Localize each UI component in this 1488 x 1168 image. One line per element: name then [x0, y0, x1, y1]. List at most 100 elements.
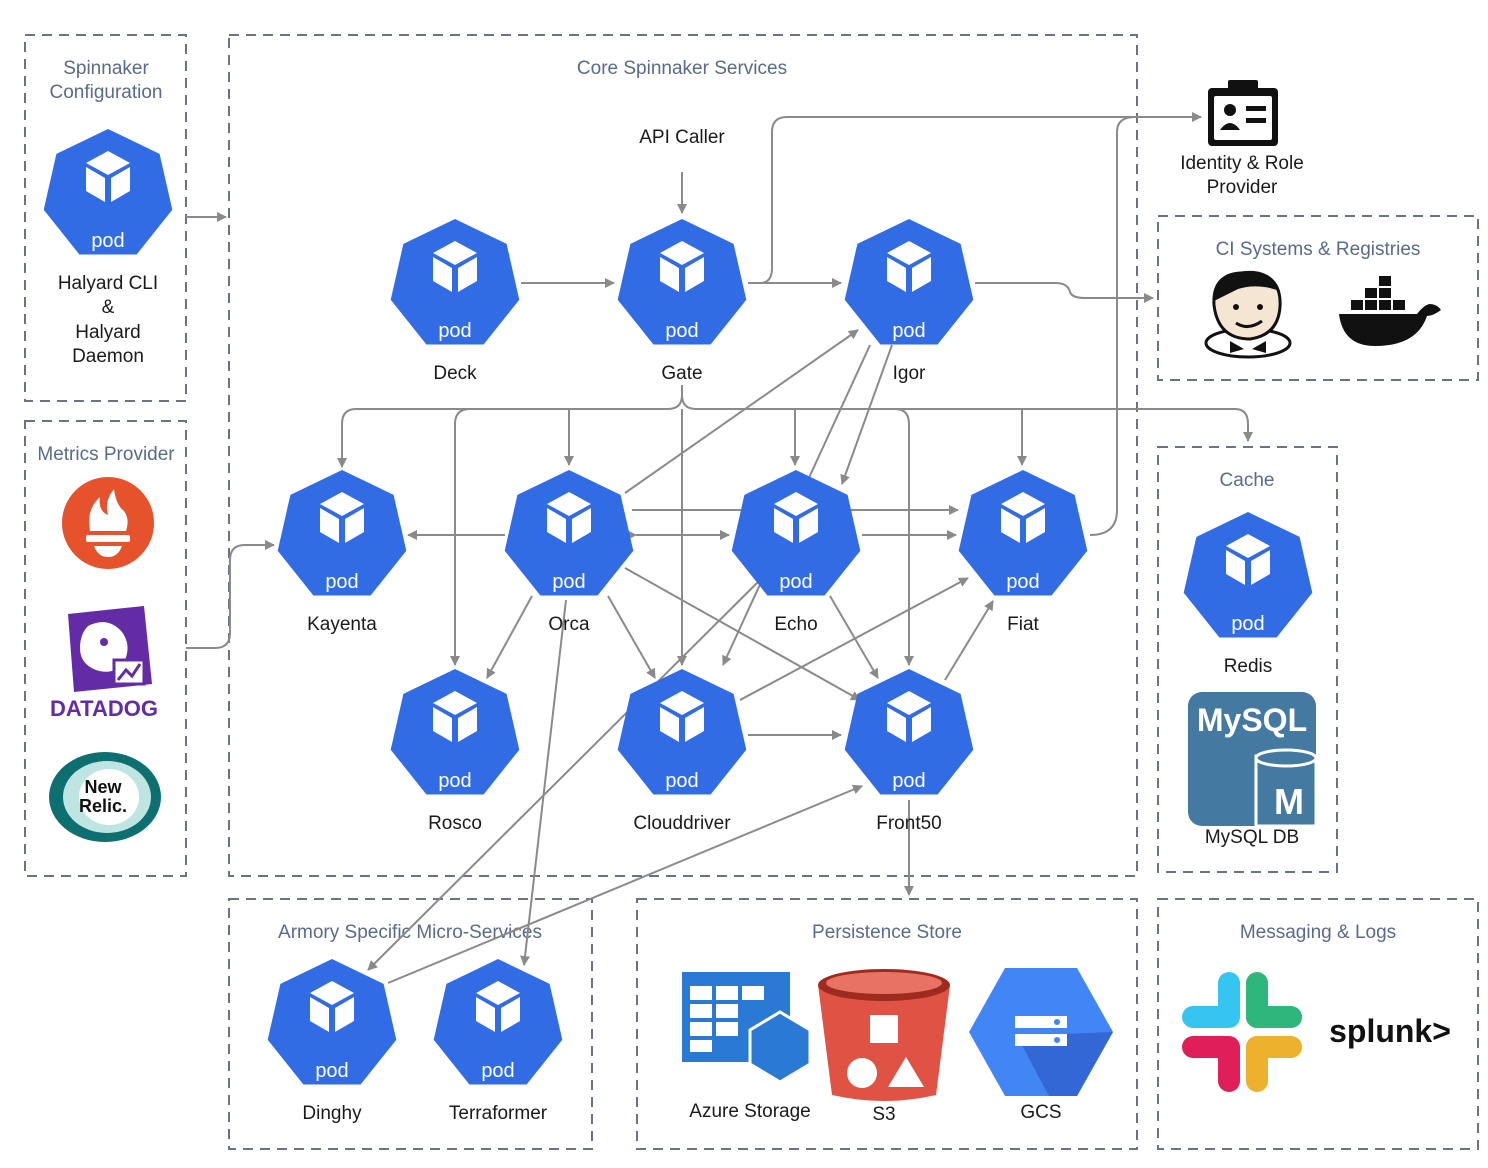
- edge-gate-front50: [894, 408, 914, 666]
- edge-orca-terraformer: [520, 599, 567, 966]
- fiat-label: Fiat: [1007, 614, 1039, 635]
- splunk-logo: splunk>: [1329, 1013, 1451, 1049]
- pod-badge: pod: [665, 320, 698, 342]
- pod-deck: pod: [390, 219, 520, 345]
- ci-systems-title: CI Systems & Registries: [1216, 239, 1421, 260]
- identity-label-1: Identity & Role: [1180, 153, 1304, 174]
- core-services-title: Core Spinnaker Services: [577, 58, 787, 79]
- pod-badge: pod: [552, 571, 585, 593]
- edge-metrics-to-kayenta: [186, 540, 275, 649]
- jenkins-icon: [1204, 270, 1292, 359]
- kayenta-label: Kayenta: [307, 614, 377, 635]
- redis-label: Redis: [1224, 656, 1273, 677]
- edge-gate-identity: [759, 112, 1202, 284]
- newrelic-icon: New Relic.: [49, 752, 161, 842]
- datadog-wordmark: DATADOG: [50, 696, 158, 721]
- mysql-badge: M: [1274, 781, 1304, 822]
- terraformer-label: Terraformer: [449, 1103, 548, 1124]
- azure-storage-icon: [682, 972, 812, 1084]
- edge-igor-ci: [975, 282, 1154, 303]
- identity-label-2: Provider: [1207, 177, 1278, 198]
- halyard-label-3: Halyard: [75, 322, 140, 343]
- ci-systems-box: [1157, 215, 1479, 381]
- edge-orca-clouddriver: [607, 595, 656, 679]
- pod-kayenta: pod: [277, 470, 407, 596]
- edge-echo-dinghy: [367, 579, 761, 971]
- rosco-label: Rosco: [428, 813, 482, 834]
- metrics-provider-box: [24, 420, 187, 877]
- edge-orca-front50: [624, 567, 861, 701]
- azure-storage-label: Azure Storage: [689, 1101, 810, 1122]
- pod-badge: pod: [315, 1060, 348, 1082]
- pod-igor: pod: [844, 219, 974, 345]
- orca-label: Orca: [548, 614, 590, 635]
- pod-halyard: pod: [43, 129, 173, 255]
- spinnaker-config-title-2: Configuration: [49, 82, 162, 103]
- pod-badge: pod: [665, 770, 698, 792]
- pod-redis: pod: [1183, 512, 1313, 638]
- datadog-icon: [68, 606, 152, 692]
- pod-dinghy: pod: [267, 959, 397, 1085]
- halyard-label-2: &: [102, 297, 115, 318]
- edge-echo-front50: [829, 595, 879, 679]
- id-card-icon: [1208, 80, 1278, 146]
- pod-badge: pod: [91, 230, 124, 252]
- armory-title: Armory Specific Micro-Services: [278, 922, 542, 943]
- slack-icon: [1182, 972, 1302, 1092]
- edge-gate-rosco: [450, 408, 471, 666]
- pod-clouddriver: pod: [617, 669, 747, 795]
- pod-front50: pod: [844, 669, 974, 795]
- edge-orca-igor: [624, 329, 859, 494]
- spinnaker-config-title-1: Spinnaker: [63, 58, 149, 79]
- cache-box: [1157, 446, 1338, 873]
- mysql-icon: MySQL M: [1188, 692, 1318, 828]
- pod-orca: pod: [504, 470, 634, 596]
- pod-badge: pod: [438, 770, 471, 792]
- edge-gate-bus: [337, 385, 683, 468]
- pod-badge: pod: [779, 571, 812, 593]
- edge-clouddriver-fiat: [739, 577, 969, 701]
- pod-badge: pod: [481, 1060, 514, 1082]
- pod-badge: pod: [1006, 571, 1039, 593]
- edge-orca-rosco: [486, 595, 533, 679]
- pod-gate: pod: [617, 219, 747, 345]
- pod-fiat: pod: [958, 470, 1088, 596]
- halyard-label-1: Halyard CLI: [58, 273, 158, 294]
- edge-dinghy-front50: [387, 784, 863, 984]
- halyard-label-4: Daemon: [72, 346, 144, 367]
- prometheus-icon: [62, 477, 154, 569]
- pod-badge: pod: [1231, 613, 1264, 635]
- persistence-title: Persistence Store: [812, 922, 962, 943]
- dinghy-label: Dinghy: [302, 1103, 362, 1124]
- edge-gate-bus-right: [681, 394, 1253, 442]
- cache-title: Cache: [1220, 470, 1275, 491]
- pod-badge: pod: [892, 770, 925, 792]
- docker-icon: [1339, 276, 1441, 346]
- newrelic-wordmark-2: Relic.: [79, 796, 127, 816]
- clouddriver-label: Clouddriver: [633, 813, 731, 834]
- core-services-box: [228, 34, 1138, 877]
- messaging-box: [1157, 898, 1479, 1150]
- igor-label: Igor: [893, 363, 926, 384]
- deck-label: Deck: [433, 363, 477, 384]
- pod-rosco: pod: [390, 669, 520, 795]
- mysql-label: MySQL DB: [1205, 827, 1299, 848]
- edge-fiat-identity: [1089, 116, 1160, 536]
- newrelic-wordmark-1: New: [84, 777, 122, 797]
- gcs-label: GCS: [1020, 1102, 1061, 1123]
- edge-igor-echo: [840, 344, 893, 485]
- echo-label: Echo: [774, 614, 817, 635]
- pod-badge: pod: [892, 320, 925, 342]
- edge-front50-fiat: [944, 600, 994, 681]
- gcs-icon: [969, 968, 1113, 1096]
- pod-terraformer: pod: [433, 959, 563, 1085]
- s3-bucket-icon: [818, 969, 950, 1101]
- pod-echo: pod: [731, 470, 861, 596]
- pod-badge: pod: [438, 320, 471, 342]
- s3-label: S3: [872, 1104, 895, 1125]
- gate-label: Gate: [661, 363, 702, 384]
- api-caller-label: API Caller: [639, 127, 725, 148]
- front50-label: Front50: [876, 813, 941, 834]
- mysql-logo-text: MySQL: [1197, 702, 1307, 738]
